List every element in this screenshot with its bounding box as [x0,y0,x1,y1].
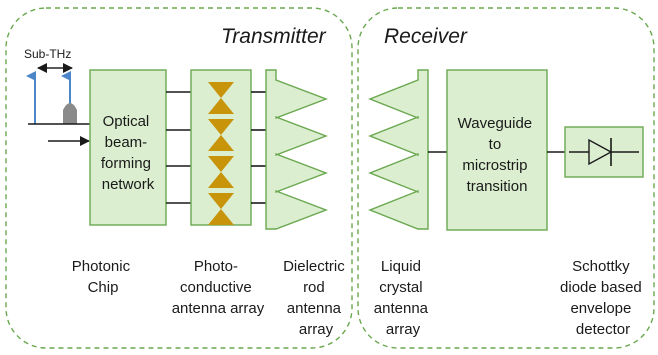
photoconductive-antenna-caption: Photo- conductive antenna array [172,258,265,317]
optical-beamforming-network-label: Optical beam- forming network [101,113,155,193]
sub-thz-label: Sub-THz [24,47,71,61]
transmitter-title: Transmitter [221,25,327,48]
liquid-crystal-antenna-array [368,69,429,230]
receiver-title: Receiver [384,25,468,48]
bowtie-antenna-icon [208,119,234,151]
obfn-to-pc-lines [166,91,191,204]
bowtie-antenna-icon [208,82,234,114]
schottky-detector-caption: Schottky diode based envelope detector [560,258,646,338]
bowtie-antenna-icon [208,156,234,188]
waveguide-microstrip-transition-block [446,69,548,231]
photonic-chip-caption: Photonic Chip [72,258,135,296]
waveguide-microstrip-transition-label: Waveguide to microstrip transition [458,115,537,195]
optical-beamforming-network-block [89,69,167,226]
dielectric-rod-antenna-array [265,69,328,230]
liquid-crystal-caption: Liquid crystal antenna array [374,258,432,338]
bowtie-antenna-icon [208,193,234,225]
pc-to-rod-lines [251,91,266,204]
receiver-region [357,7,655,349]
bowtie-antennas [208,82,234,225]
transmitter-region [5,7,353,349]
diode-icon [569,138,639,166]
dielectric-rod-caption: Dielectric rod antenna array [283,258,349,338]
signal-spectrum-lobe [63,103,77,124]
